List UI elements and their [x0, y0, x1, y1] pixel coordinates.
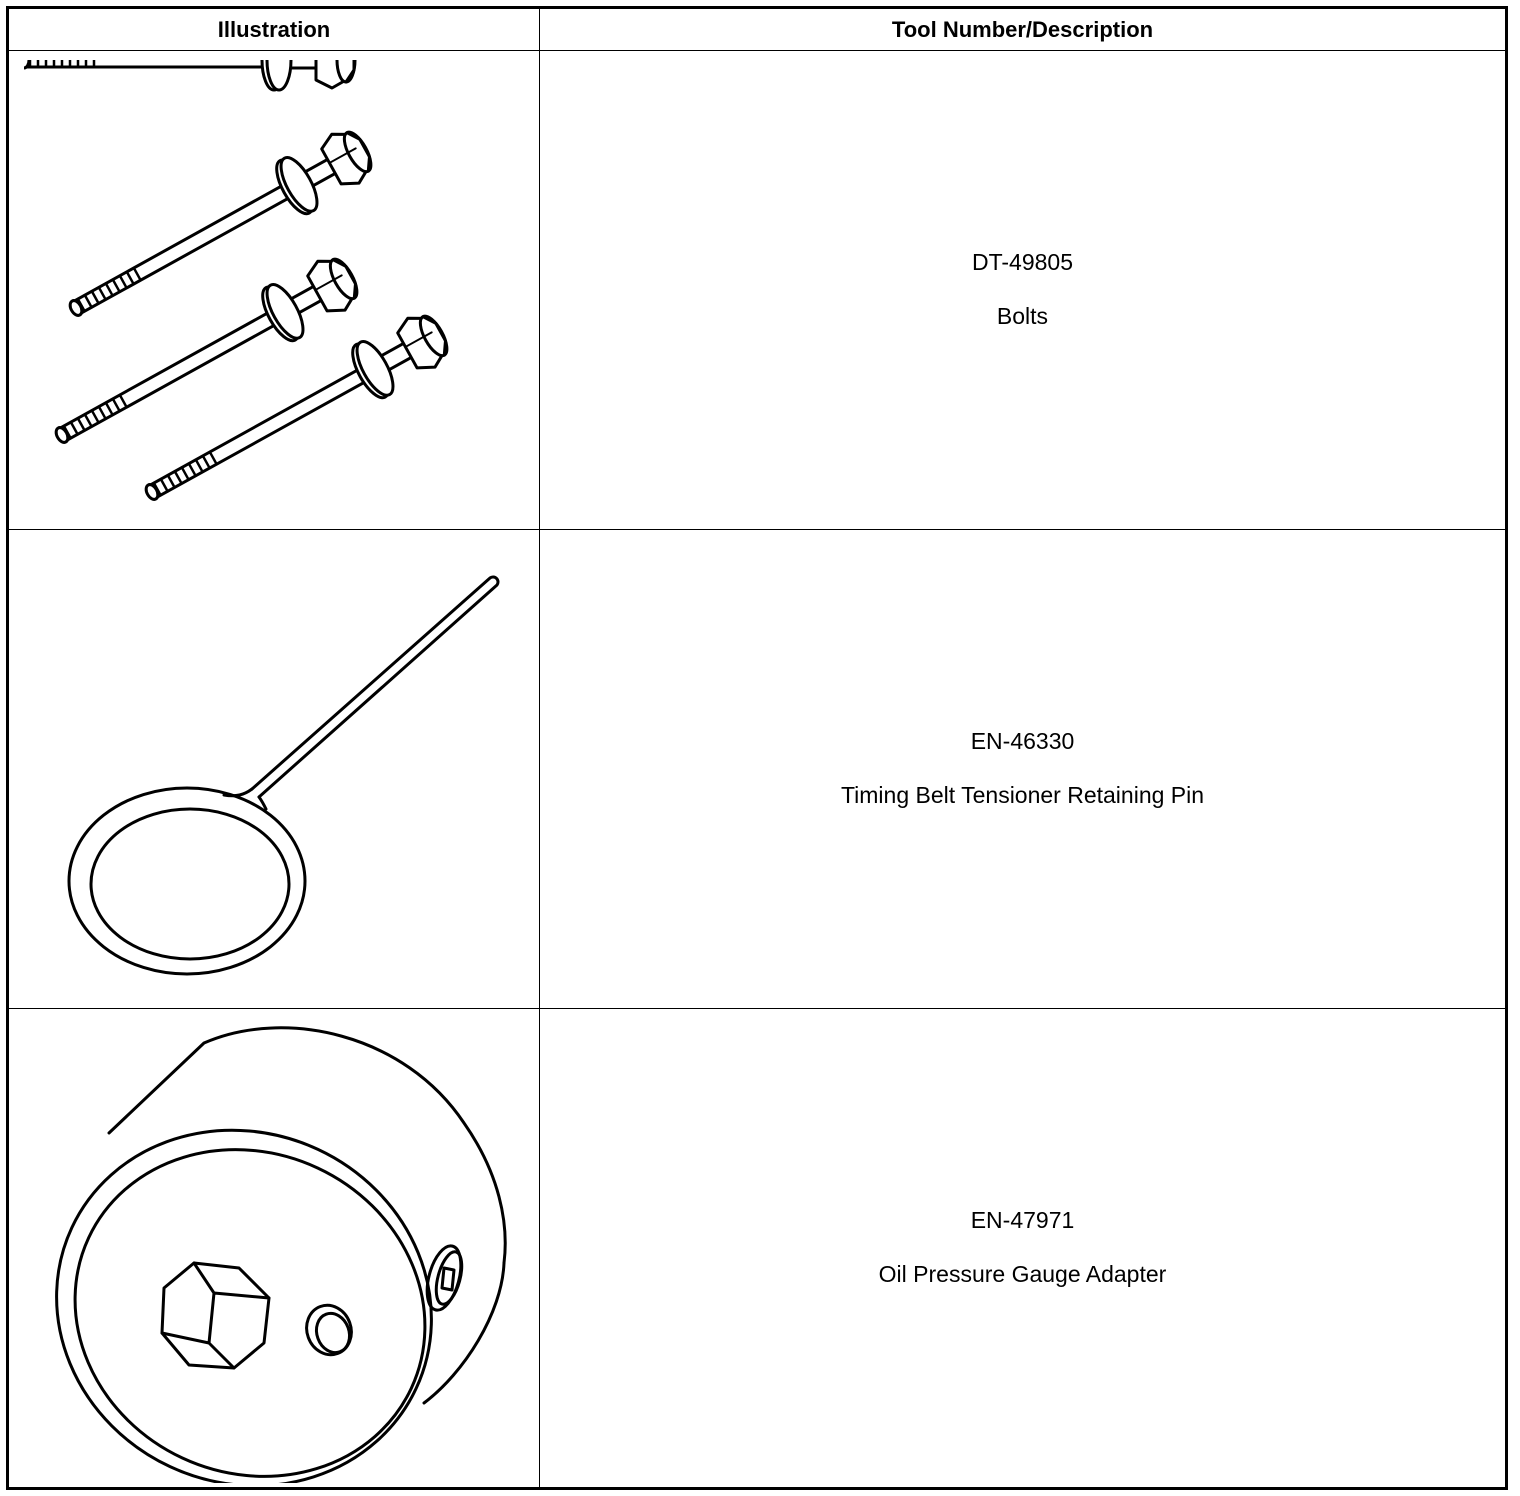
illustration-cell	[7, 1008, 540, 1489]
tool-description: Timing Belt Tensioner Retaining Pin	[840, 782, 1205, 808]
tool-description: Oil Pressure Gauge Adapter	[878, 1261, 1167, 1287]
oil-pressure-gauge-adapter-icon	[55, 1026, 507, 1483]
bolts-icon	[24, 60, 458, 520]
illustration-cell	[7, 50, 540, 530]
header-tool-number-description: Tool Number/Description	[539, 7, 1507, 51]
illustration-cell	[7, 529, 540, 1009]
header-illustration: Illustration	[7, 7, 540, 51]
description-cell: DT-49805 Bolts	[539, 50, 1507, 530]
description-cell: EN-46330 Timing Belt Tensioner Retaining…	[539, 529, 1507, 1009]
tool-number: DT-49805	[971, 249, 1073, 276]
tool-number: EN-46330	[970, 728, 1075, 755]
description-cell: EN-47971 Oil Pressure Gauge Adapter	[539, 1008, 1507, 1489]
special-tools-table: Illustration Tool Number/Description	[6, 6, 1508, 1490]
table-row: DT-49805 Bolts	[7, 50, 1507, 530]
table-row: EN-46330 Timing Belt Tensioner Retaining…	[7, 529, 1507, 1009]
retaining-pin-icon	[67, 575, 500, 976]
header-row: Illustration Tool Number/Description	[7, 7, 1507, 51]
tool-number: EN-47971	[970, 1207, 1075, 1234]
tool-description: Bolts	[996, 303, 1049, 329]
table-row: EN-47971 Oil Pressure Gauge Adapter	[7, 1008, 1507, 1489]
